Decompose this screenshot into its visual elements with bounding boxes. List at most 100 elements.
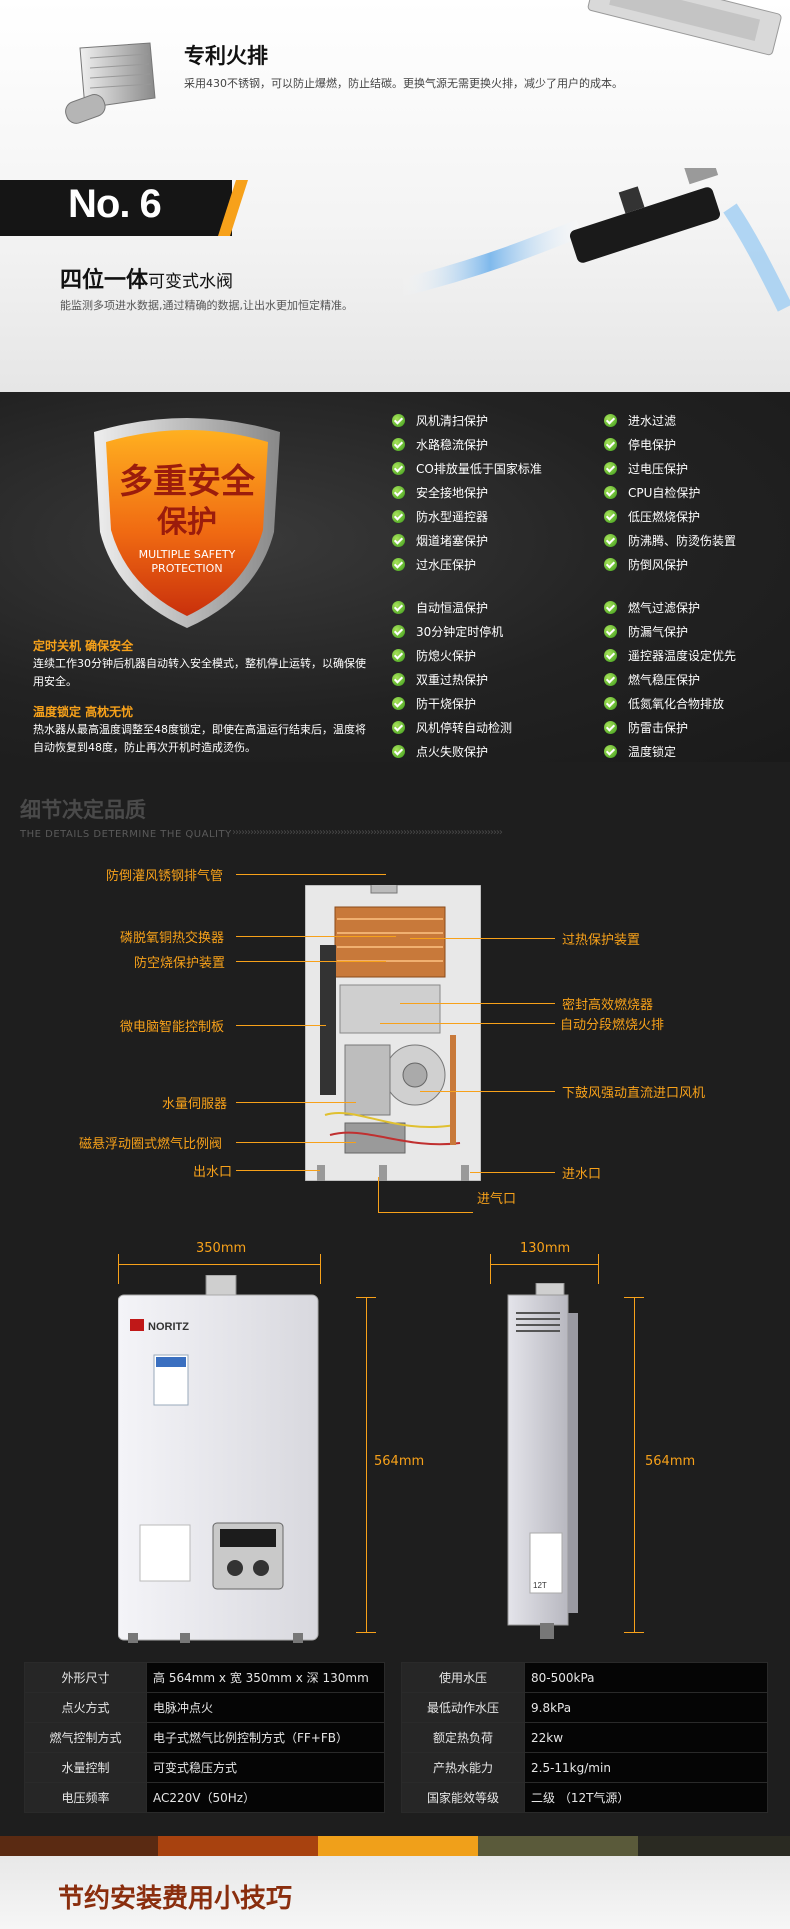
protection-item: 防倒风保护 <box>604 553 736 577</box>
water-valve-desc: 能监测多项进水数据,通过精确的数据,让出水更加恒定精准。 <box>60 299 353 312</box>
top-section: 专利火排 采用430不锈钢，可以防止爆燃，防止结碳。更换气源无需更换火排，减少了… <box>0 0 790 392</box>
protection-item-label: 防倒风保护 <box>628 558 689 572</box>
water-valve-title-light: 可变式水阀 <box>148 272 234 292</box>
protection-item-label: 防雷击保护 <box>628 721 689 735</box>
leader-water-out <box>236 1170 320 1171</box>
protection-item-label: 双重过热保护 <box>416 673 489 687</box>
check-icon <box>604 697 617 710</box>
dim-front-width-tick-left <box>118 1254 119 1284</box>
protection-item: 风机清扫保护 <box>392 409 542 433</box>
protection-item: 低压燃烧保护 <box>604 505 736 529</box>
shield-english-line2: PROTECTION <box>151 562 223 575</box>
spec-key: 使用水压 <box>401 1662 525 1693</box>
leader-overheat <box>410 938 555 939</box>
spec-value: 9.8kPa <box>524 1692 768 1723</box>
protection-item: 点火失败保护 <box>392 740 512 764</box>
label-anti-dry: 防空烧保护装置 <box>134 956 226 971</box>
spec-key: 外形尺寸 <box>24 1662 147 1693</box>
protection-item-label: 30分钟定时停机 <box>416 625 504 639</box>
dim-front-width-line <box>118 1264 320 1265</box>
dim-side-width-tick-left <box>490 1254 491 1284</box>
check-icon <box>604 414 617 427</box>
patent-burner-title: 专利火排 <box>184 44 268 68</box>
spec-value: 二级 （12T气源） <box>524 1782 768 1813</box>
protection-list-col2-bottom: 燃气过滤保护防漏气保护遥控器温度设定优先燃气稳压保护低氮氧化合物排放防雷击保护温… <box>604 596 736 764</box>
spec-row: 燃气控制方式电子式燃气比例控制方式（FF+FB） <box>24 1722 385 1753</box>
leader-servo <box>236 1102 356 1103</box>
protection-item-label: 低氮氧化合物排放 <box>628 697 725 711</box>
dim-side-width-line <box>490 1264 598 1265</box>
protection-item: 烟道堵塞保护 <box>392 529 542 553</box>
number-banner-accent <box>218 180 248 236</box>
spec-value: 高 564mm x 宽 350mm x 深 130mm <box>146 1662 385 1693</box>
check-icon <box>392 486 405 499</box>
leader-exhaust <box>236 874 386 875</box>
spec-key: 燃气控制方式 <box>24 1722 147 1753</box>
protection-item-label: 温度锁定 <box>628 745 677 759</box>
dim-side-height-tick-bottom <box>624 1632 644 1633</box>
dim-side-width-tick-right <box>598 1254 599 1284</box>
water-valve-title-bold: 四位一体 <box>60 268 149 293</box>
label-gas-valve: 磁悬浮动圈式燃气比例阀 <box>79 1137 223 1152</box>
shield-english: MULTIPLE SAFETY PROTECTION <box>112 548 262 576</box>
protection-item-label: 防漏气保护 <box>628 625 689 639</box>
spec-value: 电脉冲点火 <box>146 1692 385 1723</box>
protection-item: 温度锁定 <box>604 740 736 764</box>
number-banner <box>0 180 232 236</box>
label-water-in: 进水口 <box>562 1167 602 1182</box>
check-icon <box>604 649 617 662</box>
spec-key: 产热水能力 <box>401 1752 525 1783</box>
label-servo: 水量伺服器 <box>162 1097 228 1112</box>
dim-front-height: 564mm <box>374 1454 425 1469</box>
protection-item-label: 防水型遥控器 <box>416 510 489 524</box>
side-label-text: 12T <box>533 1581 547 1590</box>
protection-item-label: 烟道堵塞保护 <box>416 534 489 548</box>
protection-item-label: 燃气过滤保护 <box>628 601 701 615</box>
heater-interior-image <box>305 885 481 1181</box>
leader-burner <box>400 1003 555 1004</box>
protection-item-label: 风机停转自动检测 <box>416 721 513 735</box>
spec-value: 电子式燃气比例控制方式（FF+FB） <box>146 1722 385 1753</box>
check-icon <box>392 534 405 547</box>
protection-item: 停电保护 <box>604 433 736 457</box>
feature-temp-lock-title: 温度锁定 高枕无忧 <box>33 705 134 719</box>
heater-front-image: NORITZ <box>118 1275 319 1643</box>
label-water-out: 出水口 <box>193 1165 233 1180</box>
protection-item: 防雷击保护 <box>604 716 736 740</box>
check-icon <box>604 745 617 758</box>
color-stripe <box>0 1836 790 1856</box>
check-icon <box>604 625 617 638</box>
water-valve-image <box>400 168 790 312</box>
dim-front-height-tick-bottom <box>356 1632 376 1633</box>
check-icon <box>392 745 405 758</box>
spec-value: 2.5-11kg/min <box>524 1752 768 1783</box>
shield-icon <box>94 418 280 628</box>
protection-item-label: 风机清扫保护 <box>416 414 489 428</box>
spec-row: 外形尺寸高 564mm x 宽 350mm x 深 130mm <box>24 1662 385 1693</box>
protection-item: 水路稳流保护 <box>392 433 542 457</box>
dim-front-width: 350mm <box>196 1241 247 1256</box>
leader-gas-in <box>378 1212 473 1213</box>
protection-item-label: 自动恒温保护 <box>416 601 489 615</box>
spec-key: 水量控制 <box>24 1752 147 1783</box>
protection-item: 燃气稳压保护 <box>604 668 736 692</box>
protection-item-label: 燃气稳压保护 <box>628 673 701 687</box>
protection-item: 30分钟定时停机 <box>392 620 512 644</box>
leader-fan <box>420 1091 555 1092</box>
protection-item-label: 过电压保护 <box>628 462 689 476</box>
spec-value: 22kw <box>524 1722 768 1753</box>
protection-item-label: 防沸腾、防烫伤装置 <box>628 534 737 548</box>
details-arrows: ››››››››››››››››››››››››››››››››››››››››… <box>232 827 503 838</box>
protection-item: 防熄火保护 <box>392 644 512 668</box>
check-icon <box>604 462 617 475</box>
protection-item-label: 停电保护 <box>628 438 677 452</box>
feature-timer-text: 连续工作30分钟后机器自动转入安全模式，整机停止运转，以确保使用安全。 <box>33 657 366 688</box>
spec-value: 80-500kPa <box>524 1662 768 1693</box>
spec-key: 国家能效等级 <box>401 1782 525 1813</box>
